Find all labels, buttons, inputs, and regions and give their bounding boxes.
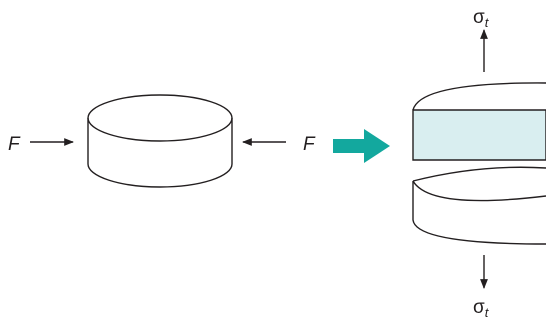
stress-band xyxy=(412,109,546,161)
lower-half xyxy=(412,181,546,245)
stress-bottom-subscript: t xyxy=(485,305,490,320)
lower-half-top-arc xyxy=(412,180,546,202)
split-specimen xyxy=(412,82,546,245)
intact-cylinder xyxy=(87,94,233,188)
stress-top-subscript: t xyxy=(485,15,490,30)
lower-half-back-edge xyxy=(412,166,546,182)
stress-top-label: σt xyxy=(473,7,490,30)
stress-bottom-symbol: σ xyxy=(473,297,485,318)
cylinder-body xyxy=(87,118,233,188)
stress-bottom-label: σt xyxy=(473,297,490,320)
stress-top-symbol: σ xyxy=(473,7,485,28)
upper-half-top-arc xyxy=(412,82,546,111)
transition-arrow xyxy=(333,129,390,163)
force-right-label: F xyxy=(303,134,316,155)
force-left-label: F xyxy=(8,134,21,155)
cylinder-top-face xyxy=(87,94,233,142)
